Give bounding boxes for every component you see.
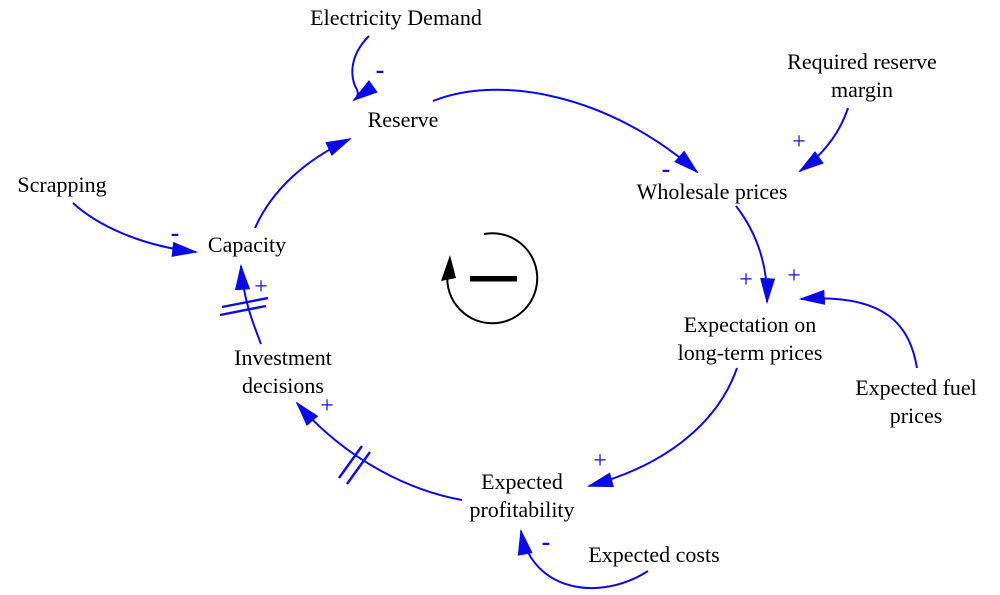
sign-expected-profitability-to-investment-decisions: +	[320, 393, 334, 419]
node-wholesale-prices: Wholesale prices	[637, 178, 788, 206]
sign-required-reserve-margin-to-wholesale-prices: +	[792, 129, 806, 155]
sign-wholesale-prices-to-expectation: +	[739, 267, 753, 293]
node-expected-profitability: Expected profitability	[469, 468, 574, 524]
loop-direction-arrowhead	[441, 255, 456, 281]
node-label: Capacity	[207, 232, 287, 257]
node-label: Expected	[481, 469, 563, 494]
node-label: decisions	[242, 373, 324, 398]
node-label: Expectation on	[683, 312, 817, 337]
delay-mark-profitability-to-investment	[338, 445, 371, 485]
loop-direction-arc	[446, 232, 539, 325]
node-expected-fuel-prices: Expected fuel prices	[855, 374, 977, 430]
node-label: margin	[831, 77, 893, 102]
sign-reserve-to-wholesale-prices: -	[661, 154, 671, 183]
loop-minus-sign	[470, 276, 517, 282]
node-reserve: Reserve	[368, 106, 439, 134]
sign-expectation-to-expected-profitability: +	[593, 448, 607, 474]
node-scrapping: Scrapping	[17, 171, 106, 199]
balancing-loop-icon	[441, 232, 539, 325]
sign-expected-costs-to-expected-profitability: -	[541, 527, 551, 556]
sign-electricity-demand-to-reserve: -	[375, 55, 385, 84]
link-expected-costs-to-expected-profitability	[517, 528, 649, 590]
link-capacity-to-reserve	[254, 138, 352, 229]
node-required-reserve-margin: Required reserve margin	[787, 48, 937, 104]
node-label: Scrapping	[17, 172, 107, 197]
node-label: Electricity Demand	[310, 5, 482, 30]
node-label: Investment	[234, 345, 332, 370]
link-expected-profitability-to-investment-decisions	[295, 401, 463, 501]
node-investment-decisions: Investment decisions	[234, 344, 332, 400]
sign-scrapping-to-capacity: -	[170, 218, 180, 247]
node-electricity-demand: Electricity Demand	[310, 4, 482, 32]
link-expected-fuel-prices-to-expectation	[798, 289, 918, 369]
node-label: Required reserve	[787, 49, 937, 74]
link-expectation-to-expected-profitability	[586, 367, 738, 488]
node-label: Expected fuel	[855, 375, 977, 400]
link-scrapping-to-capacity	[72, 202, 199, 257]
link-wholesale-prices-to-expectation	[735, 205, 776, 305]
node-label: prices	[889, 403, 943, 428]
link-investment-decisions-to-capacity	[234, 263, 262, 345]
sign-investment-decisions-to-capacity: +	[254, 274, 268, 300]
sign-expected-fuel-prices-to-expectation: +	[787, 263, 801, 289]
node-label: Reserve	[367, 107, 439, 132]
node-capacity: Capacity	[208, 231, 286, 259]
delay-mark-investment-to-capacity	[219, 296, 269, 317]
link-electricity-demand-to-reserve	[351, 35, 378, 102]
node-expected-costs: Expected costs	[588, 541, 719, 569]
link-reserve-to-wholesale-prices	[432, 88, 699, 174]
node-label: Wholesale prices	[636, 179, 788, 204]
node-label: long-term prices	[677, 340, 823, 365]
node-label: profitability	[469, 497, 575, 522]
node-label: Expected costs	[588, 542, 720, 567]
node-expectation-long-term-prices: Expectation on long-term prices	[678, 311, 823, 367]
link-required-reserve-margin-to-wholesale-prices	[798, 107, 849, 173]
